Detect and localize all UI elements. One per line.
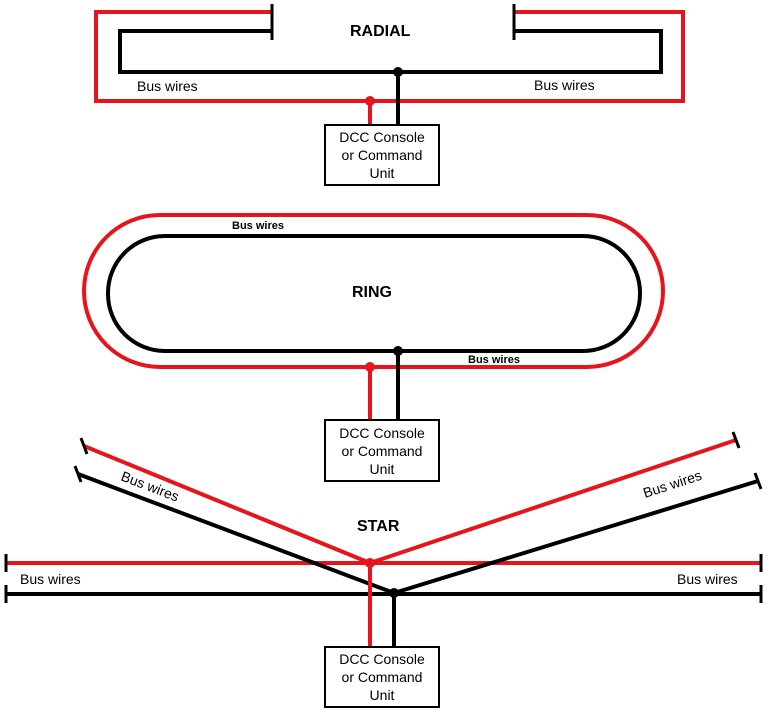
star-console-box: DCC Console or Command Unit	[324, 646, 440, 708]
ring-junction-black	[393, 346, 403, 356]
radial-black-wire-left	[118, 29, 400, 128]
star-black-wire-upper-right	[393, 479, 759, 595]
star-red-wire-upper-left	[83, 444, 371, 565]
console-line-1: DCC Console	[339, 129, 425, 145]
ring-title: RING	[352, 284, 392, 301]
console-line-3: Unit	[369, 460, 395, 477]
console-line-1: DCC Console	[339, 424, 425, 441]
radial-red-wire-left	[94, 10, 372, 128]
ring-black-wire	[106, 234, 642, 353]
star-junction-red	[365, 558, 375, 568]
console-line-3: Unit	[369, 687, 395, 703]
radial-red-wire-right	[370, 10, 685, 103]
console-line-2: or Command	[341, 669, 423, 685]
console-line-1: DCC Console	[339, 651, 425, 667]
star-end-stop	[73, 465, 83, 483]
ring-section: RING Bus wires Bus wires	[82, 213, 665, 420]
star-bus-label-upper-right: Bus wires	[641, 467, 704, 501]
ring-console-box: DCC Console or Command Unit	[324, 419, 440, 482]
ring-bus-label-top: Bus wires	[232, 220, 284, 232]
radial-title: RADIAL	[350, 23, 411, 40]
star-end-stop	[753, 472, 763, 490]
star-section: STAR Bus wires Bus wires Bus wires Bus w…	[4, 431, 763, 648]
radial-junction-red	[365, 96, 375, 106]
radial-bus-label-left: Bus wires	[137, 78, 198, 94]
star-black-wire-upper-left	[77, 472, 395, 595]
star-red-wire-upper-right	[369, 438, 737, 565]
star-title: STAR	[357, 518, 400, 535]
ring-junction-red	[365, 362, 375, 372]
star-junction-black	[389, 588, 399, 598]
radial-bus-label-right: Bus wires	[534, 77, 595, 93]
star-end-stop	[731, 431, 741, 449]
radial-junction-black	[393, 67, 403, 77]
ring-bus-label-bottom: Bus wires	[468, 354, 520, 366]
console-line-2: or Command	[341, 442, 423, 459]
star-bus-label-left: Bus wires	[20, 571, 81, 587]
radial-section: RADIAL Bus wires Bus wires	[94, 4, 685, 128]
star-end-stop	[79, 437, 89, 455]
console-line-3: Unit	[369, 165, 395, 181]
star-bus-label-right: Bus wires	[677, 571, 738, 587]
radial-black-wire-right	[398, 29, 663, 74]
console-line-2: or Command	[341, 147, 423, 163]
radial-console-box: DCC Console or Command Unit	[324, 124, 440, 186]
